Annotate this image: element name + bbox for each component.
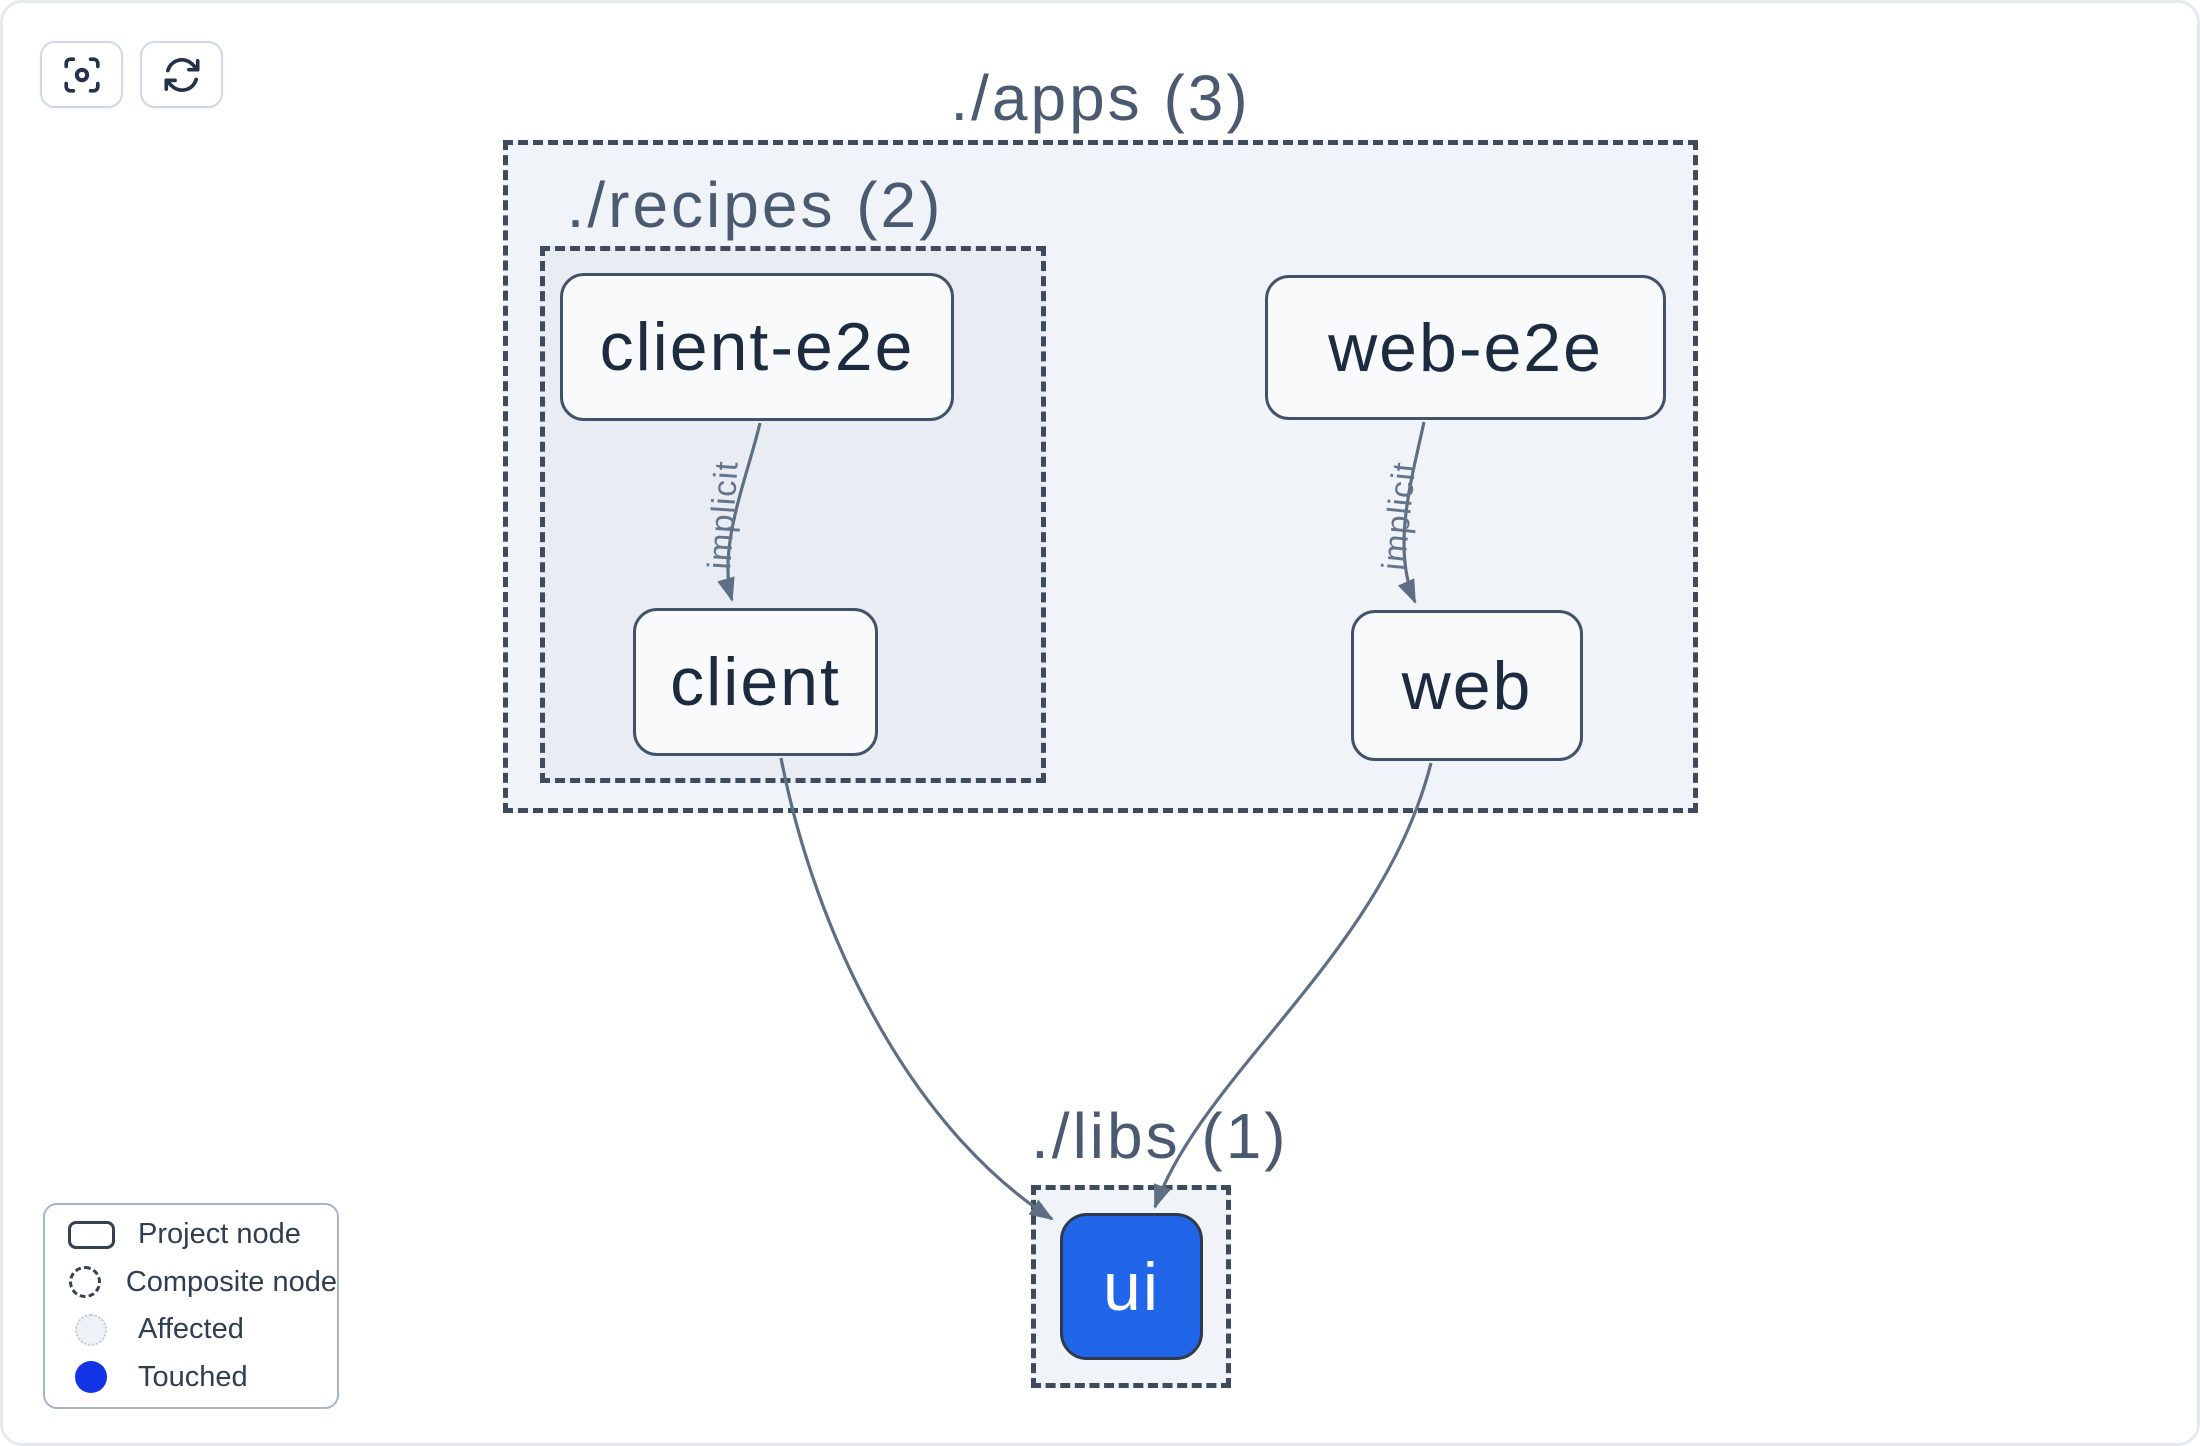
focus-button[interactable] <box>40 41 123 108</box>
node-label: client <box>670 644 841 720</box>
refresh-button[interactable] <box>140 41 223 108</box>
graph-toolbar <box>40 41 223 108</box>
group-title-recipes: ./recipes (2) <box>566 169 944 241</box>
edges-layer <box>717 421 1433 1221</box>
legend-row-project-node: Project node <box>45 1211 337 1259</box>
edge-client-ui[interactable] <box>779 757 1054 1221</box>
edge-web-e2e-web[interactable] <box>1397 421 1426 604</box>
legend-row-affected: Affected <box>45 1306 337 1354</box>
group-title-apps: ./apps (3) <box>950 62 1251 134</box>
legend-label: Project node <box>138 1218 301 1251</box>
node-client-e2e[interactable]: client-e2e <box>560 273 954 421</box>
legend: Project node Composite node Affected Tou… <box>43 1203 339 1409</box>
node-web[interactable]: web <box>1351 610 1583 761</box>
node-label: web-e2e <box>1328 309 1603 386</box>
node-web-e2e[interactable]: web-e2e <box>1265 275 1666 420</box>
composite-node-swatch <box>68 1266 101 1299</box>
node-ui[interactable]: ui <box>1060 1213 1203 1360</box>
affected-swatch <box>75 1313 107 1346</box>
node-label: ui <box>1103 1248 1160 1325</box>
touched-swatch <box>75 1361 107 1394</box>
edge-web-ui[interactable] <box>1153 762 1433 1209</box>
viewfinder-icon <box>63 56 100 93</box>
legend-row-touched: Touched <box>45 1354 337 1402</box>
edge-label-implicit-left: implicit <box>700 459 745 571</box>
legend-label: Composite node <box>125 1265 337 1298</box>
node-client[interactable]: client <box>633 608 878 756</box>
legend-label: Affected <box>138 1313 244 1346</box>
node-label: web <box>1401 647 1533 724</box>
refresh-icon <box>163 57 200 92</box>
project-node-swatch <box>67 1220 115 1249</box>
edge-client-e2e-client[interactable] <box>717 422 762 602</box>
node-label: client-e2e <box>599 309 915 385</box>
legend-row-composite-node: Composite node <box>45 1259 337 1307</box>
legend-label: Touched <box>138 1360 248 1393</box>
